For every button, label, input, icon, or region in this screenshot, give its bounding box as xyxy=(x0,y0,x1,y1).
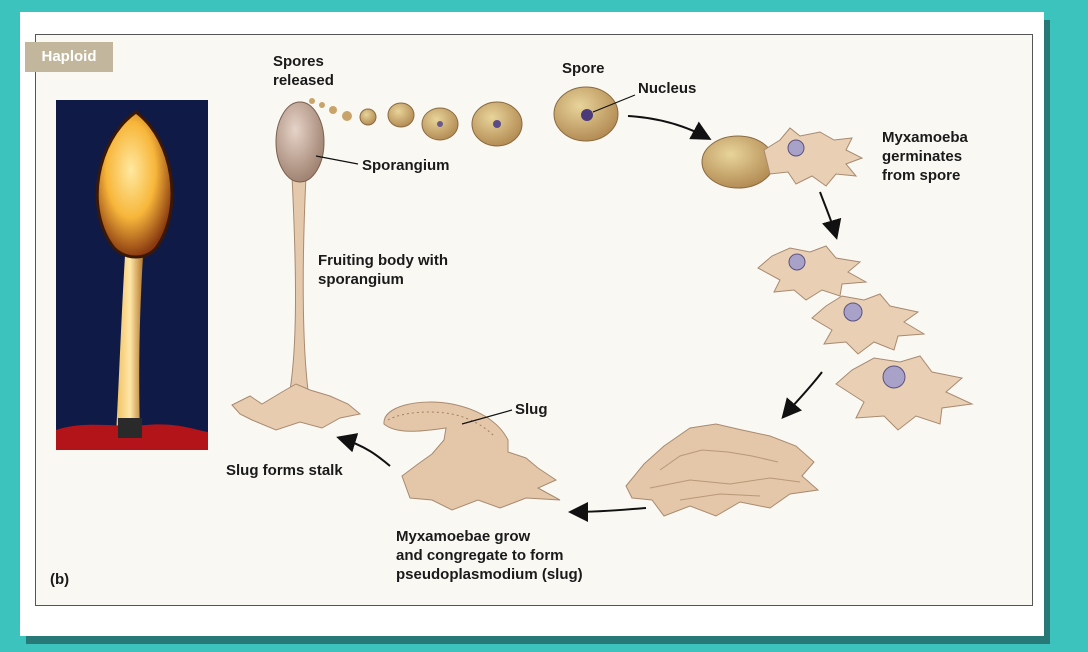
spores-trail xyxy=(309,98,523,147)
arrow-slug-to-stalk xyxy=(336,433,391,467)
germinating-myxamoeba xyxy=(701,127,864,189)
label-sporangium: Sporangium xyxy=(362,157,450,174)
arrow-spore-to-myxamoeba xyxy=(627,115,712,140)
label-slug-forms-stalk: Slug forms stalk xyxy=(226,462,343,479)
haploid-tag: Haploid xyxy=(25,42,113,72)
panel-label: (b) xyxy=(50,571,70,588)
myxamoebae xyxy=(757,245,974,431)
label-fruiting-body: Fruiting body with sporangium xyxy=(318,252,448,288)
congregating-mass xyxy=(625,423,820,517)
label-spore: Spore xyxy=(562,60,605,77)
fruiting-body-photo xyxy=(56,100,208,450)
sporangium-leader xyxy=(315,155,359,165)
arrow-mass-to-slug xyxy=(568,501,647,522)
label-congregate: Myxamoebae grow and congregate to form p… xyxy=(396,528,583,583)
slug xyxy=(383,401,561,511)
fruiting-body xyxy=(231,101,362,431)
label-nucleus: Nucleus xyxy=(638,80,697,97)
arrow-myxamoebae-to-mass xyxy=(781,371,823,420)
label-myxamoeba: Myxamoeba germinates from spore xyxy=(882,129,968,184)
label-slug: Slug xyxy=(515,401,548,418)
label-spores-released: Spores released xyxy=(273,53,334,89)
arrow-germinate-to-myxamoebae xyxy=(819,191,842,240)
spore xyxy=(553,86,636,142)
slug-leader xyxy=(461,409,513,425)
